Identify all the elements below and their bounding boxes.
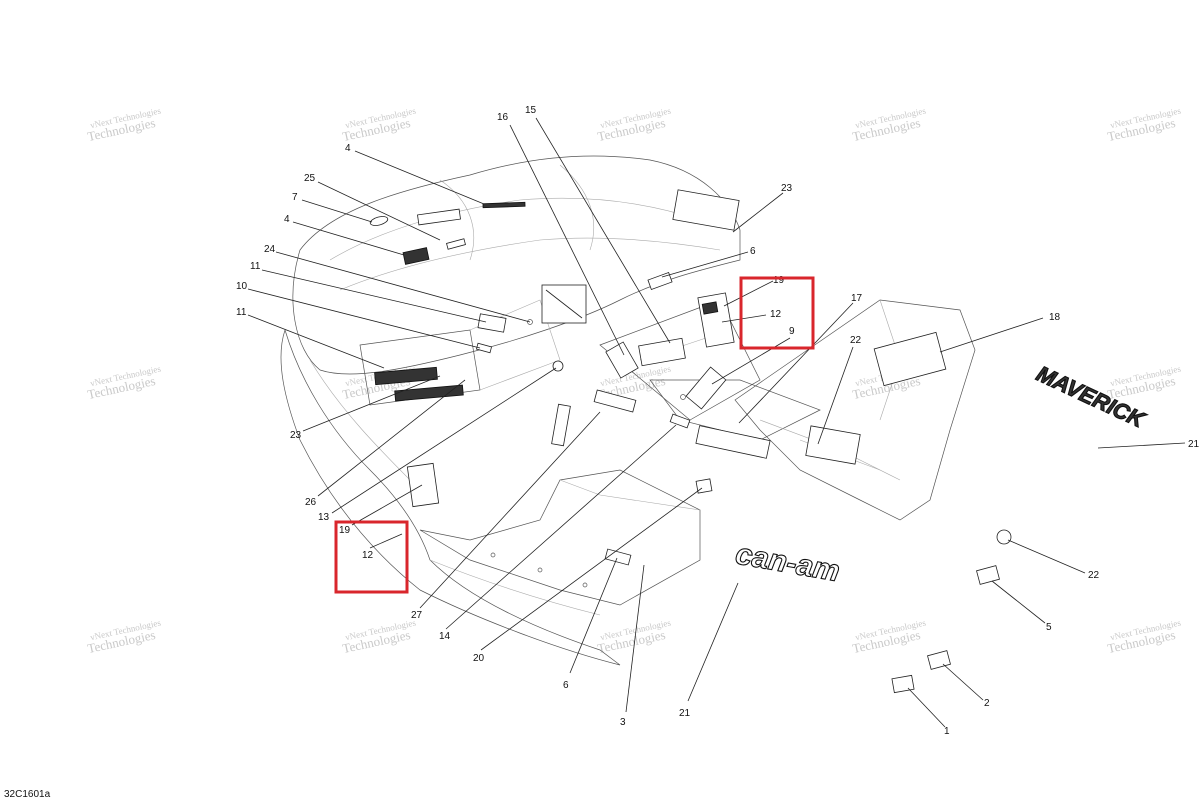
- callout-23: 23: [290, 430, 302, 441]
- callout-3: 3: [620, 717, 626, 728]
- callout-12b: 12: [770, 309, 782, 320]
- callout-22: 22: [850, 335, 862, 346]
- callout-22b: 22: [1088, 570, 1100, 581]
- callout-6: 6: [563, 680, 569, 691]
- callout-5: 5: [1046, 622, 1052, 633]
- svg-text:MAVERICK: MAVERICK: [1033, 361, 1150, 433]
- callout-11b: 11: [236, 307, 247, 318]
- callout-9: 9: [789, 326, 795, 337]
- callout-19: 19: [339, 525, 351, 536]
- callout-14: 14: [439, 631, 451, 642]
- callout-16: 16: [497, 112, 509, 123]
- callout-21: 21: [679, 708, 691, 719]
- callout-numbers: 16 15 4 25 7 4 24 11 10 11 23 26 13 19 1…: [236, 105, 1200, 737]
- callout-10: 10: [236, 281, 248, 292]
- decals: [369, 189, 1012, 694]
- callout-7: 7: [292, 192, 298, 203]
- callout-2: 2: [984, 698, 990, 709]
- svg-text:can-am: can-am: [733, 538, 842, 589]
- callout-24: 24: [264, 244, 276, 255]
- callout-17: 17: [851, 293, 863, 304]
- callout-21b: 21: [1188, 439, 1200, 450]
- callout-27: 27: [411, 610, 423, 621]
- callout-15: 15: [525, 105, 537, 116]
- callout-4: 4: [345, 143, 351, 154]
- callout-1: 1: [944, 726, 950, 737]
- callout-23b: 23: [781, 183, 793, 194]
- callout-6b: 6: [750, 246, 756, 257]
- leader-lines: [247, 117, 1186, 728]
- can-am-logo: can-am: [732, 537, 842, 589]
- highlight-box-right: [739, 276, 815, 350]
- callout-18: 18: [1049, 312, 1061, 323]
- callout-26: 26: [305, 497, 317, 508]
- maverick-logo: MAVERICK: [1032, 360, 1150, 434]
- callout-4b: 4: [284, 214, 290, 225]
- callout-20: 20: [473, 653, 485, 664]
- highlight-box-left: [334, 520, 409, 594]
- callout-19b: 19: [773, 275, 785, 286]
- callout-13: 13: [318, 512, 330, 523]
- highlight-boxes: [334, 276, 815, 594]
- callout-25: 25: [304, 173, 316, 184]
- reference-code: 32C1601a: [4, 789, 51, 800]
- callout-11: 11: [250, 261, 261, 272]
- callout-12: 12: [362, 550, 374, 561]
